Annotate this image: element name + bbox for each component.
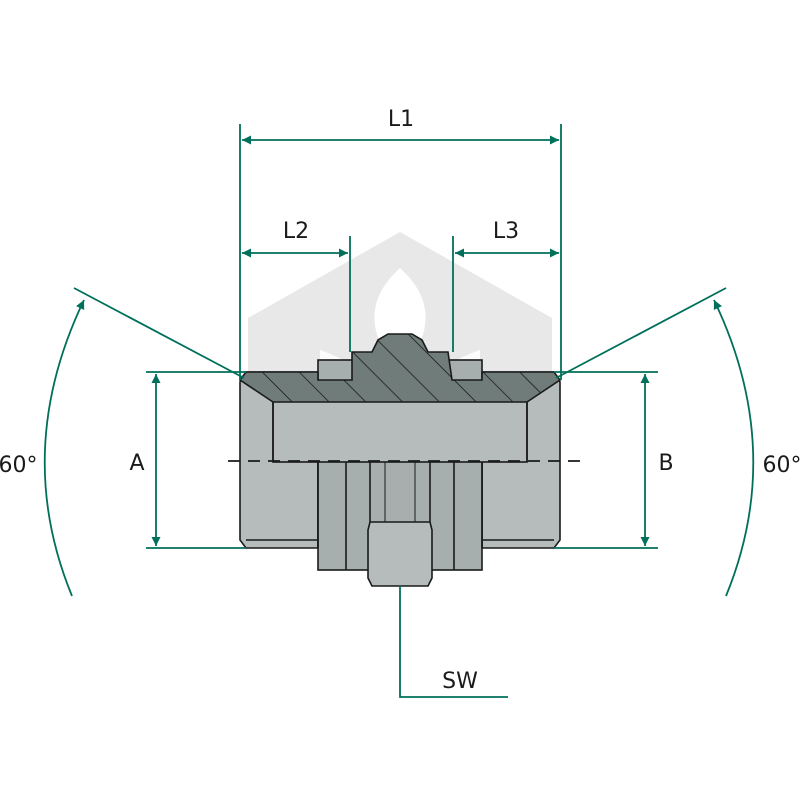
l3-label: L3 [493, 219, 519, 244]
angle-arc-right [714, 300, 753, 596]
l1-label: L1 [388, 107, 414, 132]
sw-label: SW [442, 669, 478, 694]
hex-nut [368, 522, 432, 586]
fitting-body [240, 334, 560, 586]
l2-label: L2 [283, 219, 309, 244]
angle-left-label: 60° [0, 453, 38, 478]
a-label: A [129, 451, 144, 476]
b-label: B [658, 451, 673, 476]
angle-right-label: 60° [763, 453, 800, 478]
bore [273, 400, 527, 462]
angle-arc-left [45, 300, 84, 596]
